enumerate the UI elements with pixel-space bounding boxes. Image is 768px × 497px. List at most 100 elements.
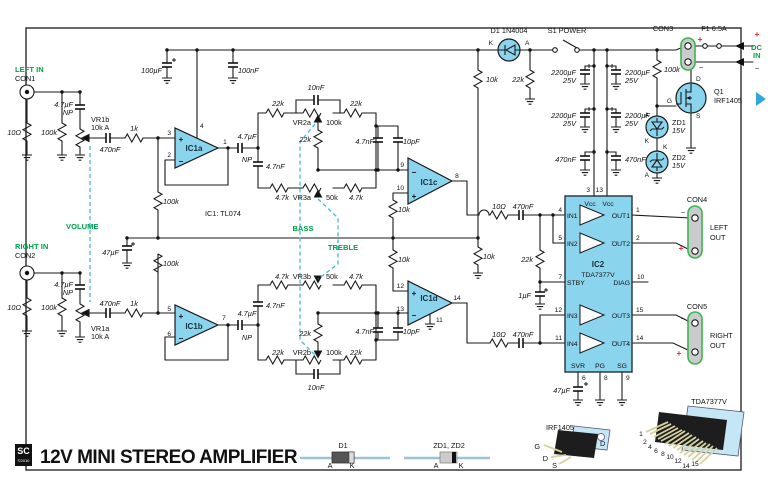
dc-label: DC bbox=[751, 43, 762, 52]
pkg-d1 bbox=[300, 451, 390, 464]
label-153: 15 bbox=[636, 307, 644, 314]
label-83: 10nF bbox=[308, 83, 325, 92]
label-125: 100k bbox=[326, 348, 342, 357]
bass-label: BASS bbox=[292, 224, 313, 233]
left-out-label: LEFT bbox=[710, 223, 728, 232]
sc-logo-box bbox=[15, 444, 32, 466]
right-in-label: RIGHT IN bbox=[15, 242, 48, 251]
d1-label: D1 1N4004 bbox=[491, 26, 528, 35]
label-86: 22k bbox=[349, 99, 362, 108]
label-150: 12 bbox=[555, 307, 563, 314]
treble-gang-line bbox=[317, 198, 339, 280]
label-80: 4.7µF bbox=[238, 309, 257, 318]
label-157: 14 bbox=[636, 335, 644, 342]
output-connectors bbox=[680, 37, 703, 365]
dc-minus-arrow-icon bbox=[735, 58, 744, 66]
label-131: 1µF bbox=[518, 291, 531, 300]
label-115: 10pF bbox=[403, 327, 420, 336]
label-155: IN4 bbox=[567, 341, 578, 348]
zd2-label: ZD2 bbox=[672, 153, 686, 162]
in-label: IN bbox=[753, 51, 761, 60]
vr2b-label: VR2b bbox=[293, 348, 311, 357]
zd1-label: ZD1 bbox=[672, 118, 686, 127]
ic2-label: IC2 bbox=[592, 260, 605, 269]
con5-connector bbox=[687, 311, 703, 365]
label-194: 14 bbox=[682, 463, 690, 470]
label-176: A bbox=[328, 461, 333, 470]
label-141: IN2 bbox=[567, 241, 578, 248]
label-71: 1k bbox=[130, 299, 138, 308]
label-118: + bbox=[412, 289, 417, 298]
label-126: 22k bbox=[349, 348, 362, 357]
label-112: 4.7nF bbox=[266, 301, 285, 310]
label-172: + bbox=[677, 348, 682, 358]
label-151: IN3 bbox=[567, 313, 578, 320]
label-144: 7 bbox=[558, 274, 562, 281]
label-117: 13 bbox=[397, 306, 405, 313]
label-130: 22k bbox=[520, 255, 533, 264]
pkg-d1-label: D1 bbox=[338, 441, 347, 450]
bass-gang-line bbox=[299, 123, 316, 356]
pkg-zd bbox=[404, 451, 490, 464]
label-121: 14 bbox=[453, 295, 461, 302]
label-135: Vcc bbox=[602, 201, 614, 208]
vr1a-label: VR1a bbox=[91, 324, 110, 333]
label-29: D bbox=[696, 76, 701, 83]
label-31: S bbox=[696, 113, 701, 120]
label-179: A bbox=[434, 461, 439, 470]
label-92: 4.7k bbox=[349, 193, 363, 202]
label-6: 100µF bbox=[141, 66, 162, 75]
label-14: 2200µF bbox=[624, 111, 650, 120]
label-145: STBY bbox=[567, 280, 585, 287]
label-53: 1 bbox=[223, 139, 227, 146]
label-185: D bbox=[600, 439, 605, 448]
label-105: 10k bbox=[483, 252, 495, 261]
label-187: 1 bbox=[639, 431, 643, 438]
label-192: 10 bbox=[666, 454, 674, 461]
vr2a-pot bbox=[302, 108, 323, 123]
label-81: NP bbox=[242, 333, 252, 342]
dc-in-terminals bbox=[702, 42, 744, 66]
vr1b-label: VR1b bbox=[91, 115, 109, 124]
vr2a-label: VR2a bbox=[293, 118, 312, 127]
label-23: + bbox=[755, 29, 760, 39]
label-182: G bbox=[534, 442, 540, 451]
label-21: + bbox=[698, 34, 703, 44]
right-out-label: RIGHT bbox=[710, 331, 733, 340]
con3-connector bbox=[680, 37, 696, 71]
gang-lines bbox=[89, 123, 339, 356]
con1-label: CON1 bbox=[15, 74, 35, 83]
label-122: 11 bbox=[436, 317, 443, 324]
label-188: 2 bbox=[643, 439, 647, 446]
label-111: 4.7k bbox=[349, 272, 363, 281]
schematic-border bbox=[25, 27, 742, 471]
label-2: A bbox=[525, 40, 530, 47]
treble-label: TREBLE bbox=[328, 243, 358, 252]
ic1b-opamp bbox=[174, 304, 220, 346]
ic2-amplifier bbox=[564, 195, 633, 373]
opamp-layer bbox=[174, 127, 454, 346]
label-16: 470nF bbox=[555, 155, 576, 164]
label-4: 10k bbox=[486, 75, 498, 84]
ic1d-label: IC1d bbox=[420, 294, 437, 303]
label-26: − bbox=[755, 64, 759, 73]
label-44: 4.7µF bbox=[54, 100, 73, 109]
ic1a-label: IC1a bbox=[186, 144, 203, 153]
label-82: 22k bbox=[271, 99, 284, 108]
label-62: 100k bbox=[163, 259, 179, 268]
label-7: 100nF bbox=[238, 66, 259, 75]
label-189: 4 bbox=[648, 444, 652, 451]
label-133: 13 bbox=[596, 187, 604, 194]
label-167: + bbox=[679, 243, 684, 253]
label-158: SVR bbox=[571, 363, 585, 370]
label-1: K bbox=[489, 40, 494, 47]
label-166: − bbox=[681, 208, 685, 217]
label-154: 11 bbox=[555, 335, 562, 342]
label-45: NP bbox=[63, 108, 73, 117]
fuse-terminal-1 bbox=[702, 43, 708, 49]
semiconductor-layer bbox=[497, 38, 707, 174]
label-22: − bbox=[699, 63, 703, 72]
label-107: 470nF bbox=[513, 202, 534, 211]
